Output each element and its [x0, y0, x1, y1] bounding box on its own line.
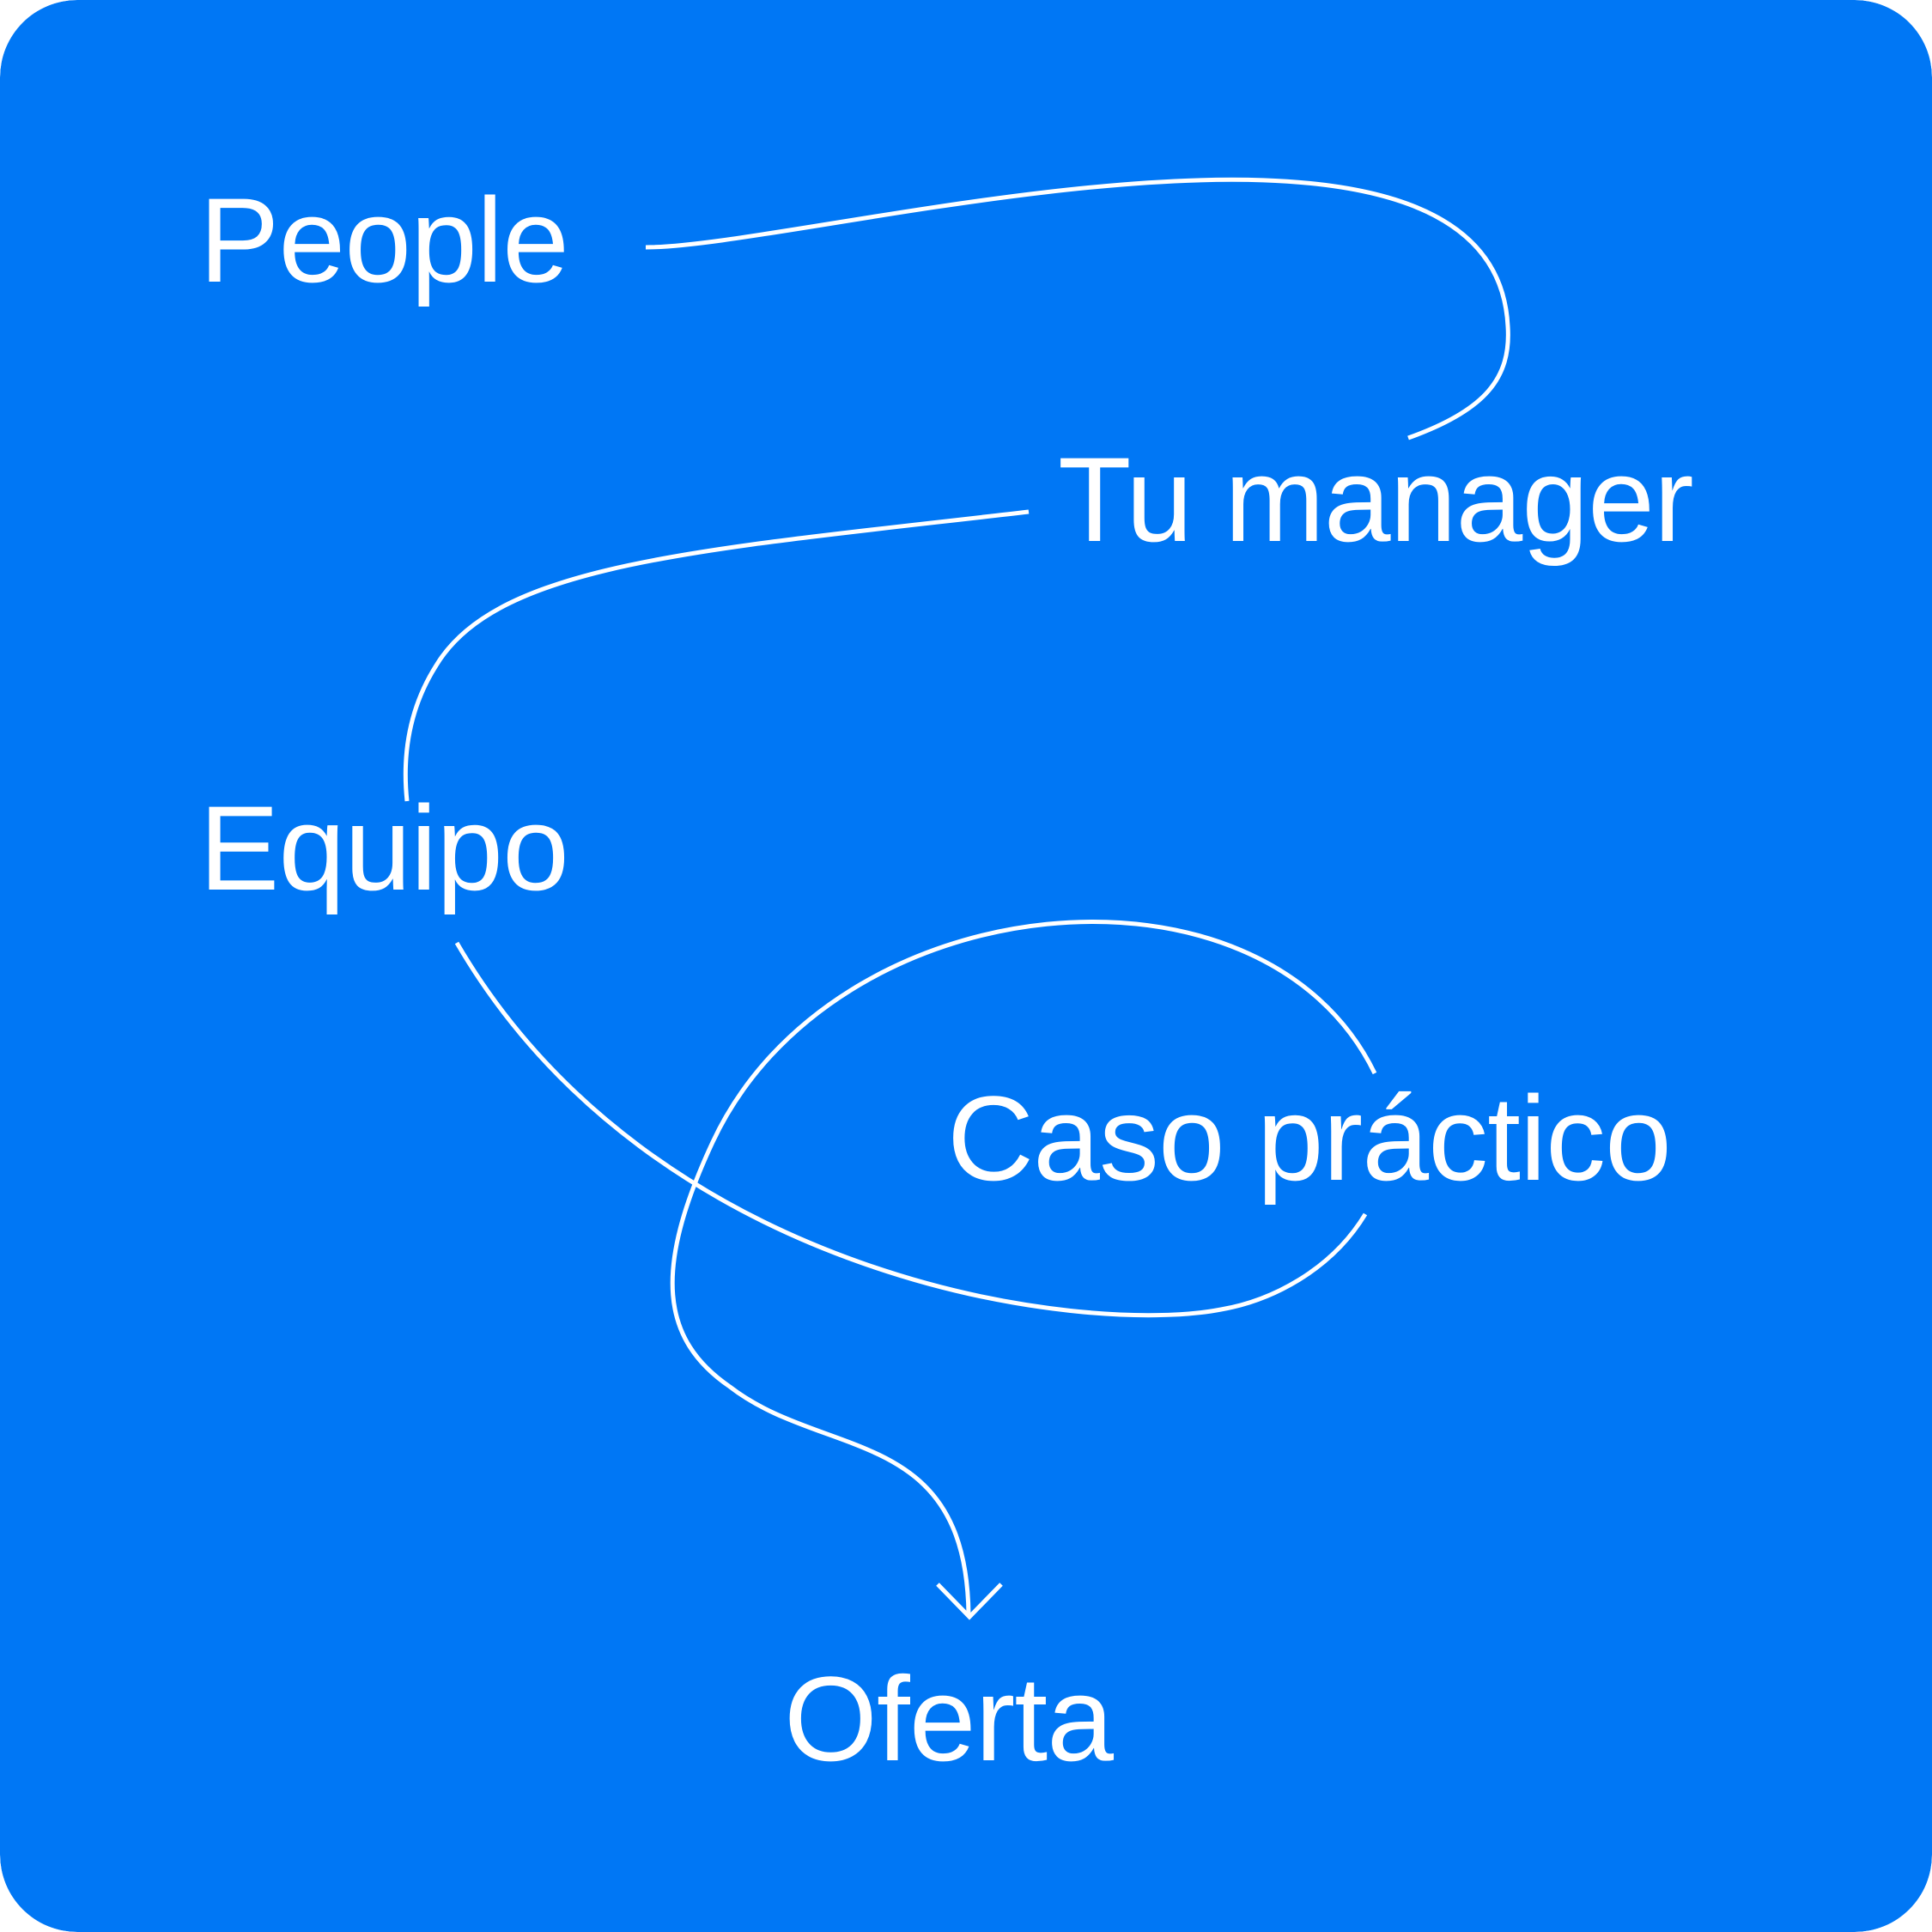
connector-manager-to-equipo: [403, 509, 1030, 802]
step-caso-practico: Caso práctico: [947, 1071, 1672, 1206]
step-tu-manager: Tu manager: [1058, 432, 1694, 567]
arrow-down-icon: [936, 1583, 1003, 1620]
connector-people-to-manager: [645, 177, 1510, 440]
step-equipo: Equipo: [199, 781, 569, 915]
connector-equipo-to-caso: [454, 941, 1368, 1318]
step-people: People: [199, 173, 569, 307]
step-oferta: Oferta: [784, 1651, 1114, 1786]
connector-caso-to-oferta: [670, 919, 1377, 1615]
